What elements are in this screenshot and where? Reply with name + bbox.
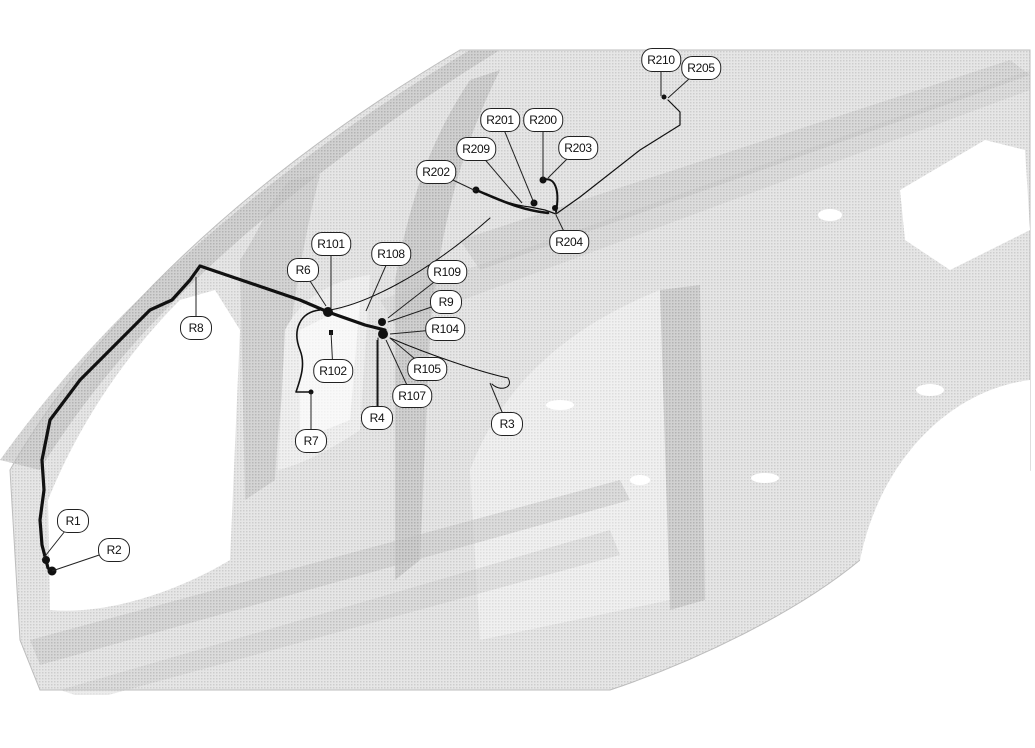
callout-r203: R203 <box>558 136 598 160</box>
callout-r204: R204 <box>549 230 589 254</box>
callout-r9: R9 <box>430 290 462 314</box>
callout-r1: R1 <box>57 509 89 533</box>
callout-r3: R3 <box>491 412 523 436</box>
callout-r107: R107 <box>392 384 432 408</box>
callout-r102: R102 <box>313 359 353 383</box>
callout-r101: R101 <box>311 232 351 256</box>
callout-r7: R7 <box>295 429 327 453</box>
callout-r200: R200 <box>523 108 563 132</box>
leader-line-r201 <box>499 119 535 204</box>
callout-r105: R105 <box>407 357 447 381</box>
wiring-harness <box>38 99 681 570</box>
callout-r109: R109 <box>427 260 467 284</box>
callout-r210: R210 <box>641 48 681 72</box>
callout-r104: R104 <box>425 317 465 341</box>
callout-r2: R2 <box>98 538 130 562</box>
callout-r201: R201 <box>480 108 520 132</box>
callout-r4: R4 <box>361 406 393 430</box>
callout-r209: R209 <box>456 137 496 161</box>
callout-r108: R108 <box>371 242 411 266</box>
callout-r8: R8 <box>180 316 212 340</box>
callout-r202: R202 <box>416 160 456 184</box>
callout-r205: R205 <box>681 56 721 80</box>
callout-r6: R6 <box>287 258 319 282</box>
